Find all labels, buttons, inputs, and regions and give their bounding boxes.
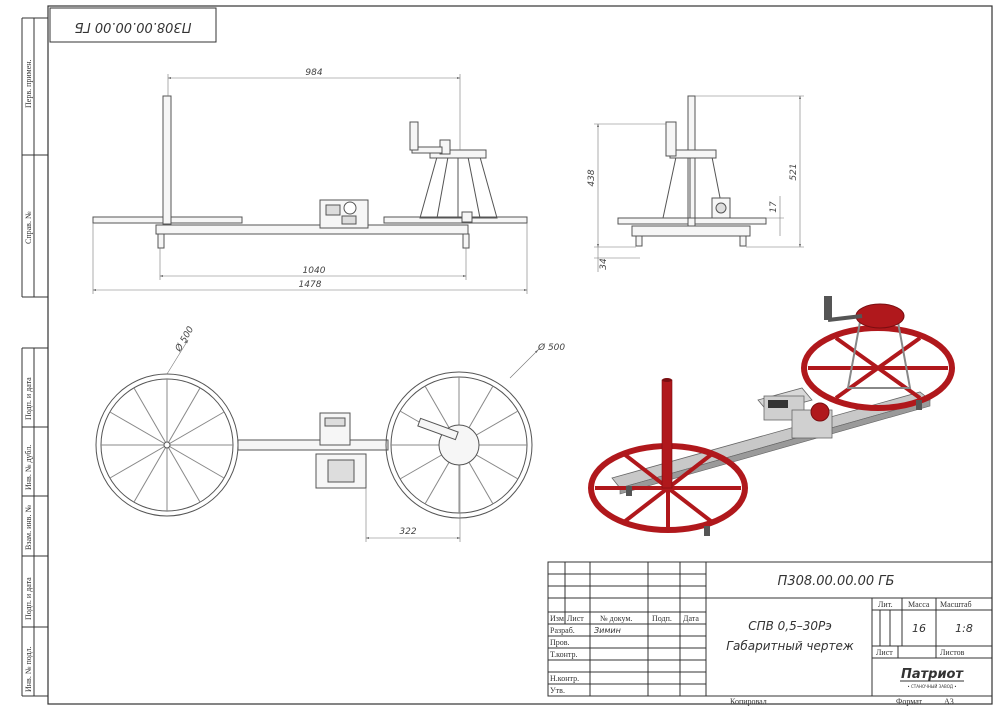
front-view	[92, 95, 528, 249]
company-logo-sub: • СТАНОЧНЫЙ ЗАВОД •	[907, 684, 956, 689]
strip-inv-dubl: Инв. № дубл.	[24, 445, 33, 490]
product-name: СПВ 0,5–30Рэ	[748, 619, 832, 633]
dim-dia-2: Ø 500	[537, 342, 565, 353]
razrab-name: Зимин	[594, 626, 621, 635]
list-label: Лист	[876, 648, 893, 657]
strip-podp-data-1: Подп. и дата	[24, 377, 33, 420]
format-label: Формат	[896, 697, 923, 706]
sheet-frame	[47, 5, 993, 705]
top-dims	[166, 339, 539, 542]
top-stamp-text: П308.00.00.00 ГБ	[74, 19, 191, 34]
front-dims	[92, 74, 528, 294]
listov-label: Листов	[940, 648, 965, 657]
strip-perv-primen: Перв. примен.	[24, 59, 33, 108]
row-razrab: Разраб.	[550, 626, 575, 635]
col-dokum: № докум.	[600, 614, 632, 623]
col-list: Лист	[567, 614, 584, 623]
kopiroval-label: Копировал	[730, 697, 767, 706]
mass-value: 16	[912, 622, 926, 635]
dim-17: 17	[769, 201, 779, 213]
dim-1040: 1040	[303, 266, 326, 276]
scale-value: 1:8	[955, 622, 973, 635]
strip-podp-data-2: Подп. и дата	[24, 577, 33, 620]
strip-vzam-inv: Взам. инв. №	[24, 505, 33, 550]
dim-322: 322	[399, 527, 416, 537]
dim-1478: 1478	[299, 280, 322, 290]
company-logo: Патриот	[901, 667, 965, 682]
title-block-text: П308.00.00.00 ГБ Изм. Лист № докум. Подп…	[550, 574, 973, 706]
dim-34: 34	[599, 258, 609, 270]
dim-dia-1: Ø 500	[173, 324, 197, 354]
mass-label: Масса	[908, 600, 930, 609]
left-strip	[21, 17, 48, 697]
doc-number: П308.00.00.00 ГБ	[778, 574, 895, 589]
side-view	[617, 95, 767, 247]
doc-type: Габаритный чертеж	[726, 639, 854, 653]
dim-521: 521	[789, 163, 799, 180]
lit-label: Лит.	[878, 600, 893, 609]
dim-984: 984	[305, 68, 322, 78]
iso-view	[588, 296, 955, 536]
col-data: Дата	[683, 614, 699, 623]
dim-438: 438	[587, 169, 597, 186]
col-izm: Изм.	[550, 614, 566, 623]
row-utv: Утв.	[550, 686, 565, 695]
top-stamp: П308.00.00.00 ГБ	[49, 7, 217, 43]
col-podp: Подп.	[652, 614, 672, 623]
row-nkontr: Н.контр.	[550, 674, 579, 683]
scale-label: Масштаб	[940, 600, 972, 609]
title-block	[547, 561, 993, 697]
strip-sprav-no: Справ. №	[24, 211, 33, 244]
strip-inv-podl: Инв. № подл.	[24, 646, 33, 692]
format-value: A3	[944, 697, 954, 706]
row-prov: Пров.	[550, 638, 570, 647]
row-tkontr: Т.контр.	[550, 650, 577, 659]
side-dims	[594, 95, 804, 272]
top-view	[95, 371, 533, 519]
